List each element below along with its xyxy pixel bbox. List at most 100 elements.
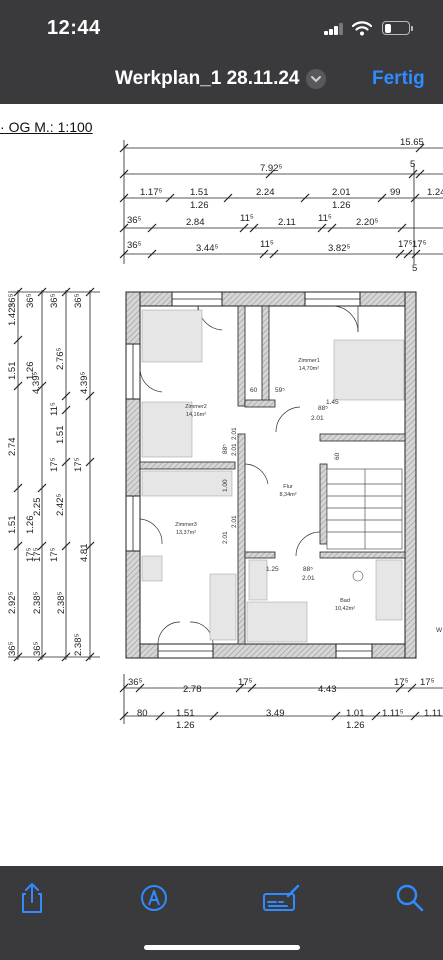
battery-icon bbox=[382, 21, 413, 35]
dim-label: 1.51 bbox=[176, 708, 195, 719]
dim-label: 1.00 bbox=[222, 479, 229, 492]
dim-label: 4.39⁵ bbox=[31, 372, 42, 394]
dim-label: 1.26 bbox=[332, 200, 351, 211]
dim-label: 3.82⁵ bbox=[328, 243, 350, 254]
navigation-bar: Werkplan_1 28.11.24 Fertig bbox=[0, 56, 443, 104]
dim-label: 2.01 bbox=[231, 427, 238, 440]
dim-label: 2.11 bbox=[278, 217, 296, 228]
dim-label: 1.51 bbox=[190, 187, 209, 198]
dim-label: 2.76⁵ bbox=[55, 348, 66, 370]
dim-label: 2.38⁵ bbox=[73, 634, 84, 656]
dim-label: 2.01 bbox=[311, 415, 324, 422]
plan-heading-text: OG M.: 1:100 bbox=[8, 119, 93, 135]
dim-label: 2.01 bbox=[332, 187, 351, 198]
signature-button[interactable] bbox=[262, 880, 300, 916]
wifi-icon bbox=[352, 21, 372, 36]
dim-label: 1.26 bbox=[190, 200, 209, 211]
dim-label: 1.51 bbox=[7, 516, 18, 535]
dim-label: 1.25 bbox=[266, 566, 279, 573]
dim-label: 1.45 bbox=[326, 399, 339, 406]
room-area: 8,34m² bbox=[279, 492, 296, 498]
dim-label: 36⁵ bbox=[73, 293, 84, 308]
dim-label: 2.01 bbox=[222, 531, 229, 544]
top-dimension-labels: 15.65 7.92⁵ 5 1.17⁵ 1.51 2.24 2.01 99 1.… bbox=[127, 137, 443, 274]
dim-label: 2.38⁵ bbox=[56, 592, 67, 614]
home-indicator bbox=[144, 945, 300, 950]
dim-label: 2.01 bbox=[231, 515, 238, 528]
markup-pen-icon bbox=[141, 885, 167, 911]
dim-label: 36⁵ bbox=[7, 293, 18, 308]
dim-label: 2.20⁵ bbox=[356, 217, 378, 228]
dim-label: 17⁵ bbox=[398, 239, 413, 250]
document-page: · OG M.: 1:100 15.65 7.92⁵ 5 1.17⁵ 1.5 bbox=[0, 104, 443, 866]
room-area: 13,37m² bbox=[176, 530, 196, 536]
dim-label: 36⁵ bbox=[127, 240, 142, 251]
dim-label: 17⁵ bbox=[49, 457, 60, 472]
dim-label: 4.43 bbox=[318, 684, 337, 695]
bottom-dimension-labels: 36⁵ 2.78 17⁵ 4.43 17⁵ 17⁵ 80 1.51 3.49 1… bbox=[128, 677, 442, 731]
dim-label: 1.11⁵ bbox=[382, 708, 404, 719]
dim-label: 2.01 bbox=[231, 443, 238, 456]
dim-label: 2.74 bbox=[7, 438, 18, 457]
document-title[interactable]: Werkplan_1 28.11.24 bbox=[115, 68, 300, 89]
dim-label: 2.25 bbox=[32, 498, 43, 517]
dim-label: 2.92⁵ bbox=[7, 592, 18, 614]
search-icon bbox=[396, 884, 424, 912]
bottom-dimension-lines bbox=[119, 674, 443, 724]
markup-button[interactable] bbox=[136, 880, 172, 916]
dim-label: 7.92⁵ bbox=[260, 163, 282, 174]
dim-label: 1.01 bbox=[346, 708, 365, 719]
dim-label: 99 bbox=[390, 187, 401, 198]
search-button[interactable] bbox=[392, 880, 428, 916]
signature-icon bbox=[263, 884, 300, 911]
chevron-down-icon[interactable] bbox=[306, 69, 326, 89]
dim-label: 1.51 bbox=[7, 362, 18, 381]
dim-label: 1.42⁵ bbox=[7, 304, 18, 326]
dim-label: 1.26 bbox=[346, 720, 365, 731]
dim-label: 3.44⁵ bbox=[196, 243, 218, 254]
dim-label: 59⁵ bbox=[275, 387, 285, 394]
left-dimension-labels: 1.42⁵ 1.51 2.74 1.51 2.92⁵ 36⁵ 36⁵ 36⁵ 1… bbox=[7, 293, 90, 656]
status-bar: 12:44 bbox=[0, 0, 443, 56]
dim-label: 36⁵ bbox=[128, 677, 143, 688]
dim-label: 2.84 bbox=[186, 217, 205, 228]
dim-label: 2.38⁵ bbox=[32, 592, 43, 614]
dim-label: 11⁵ bbox=[49, 402, 60, 416]
dim-label: 36⁵ bbox=[7, 641, 18, 656]
inner-dimension-labels: 60 59⁵ 1.45 88⁵ 2.01 2.01 60 88⁵ 2.01 1.… bbox=[222, 387, 443, 634]
dim-label: 4.39⁵ bbox=[79, 372, 90, 394]
dim-label: W bbox=[436, 627, 443, 634]
plan-heading: · OG M.: 1:100 bbox=[0, 119, 93, 135]
dim-label: 2.24 bbox=[256, 187, 275, 198]
dim-label: 1.17⁵ bbox=[140, 187, 162, 198]
dim-label: 80 bbox=[137, 708, 148, 719]
dim-label: 60 bbox=[334, 452, 341, 460]
dim-label: 2.42⁵ bbox=[55, 494, 66, 516]
status-time: 12:44 bbox=[47, 17, 101, 39]
cellular-signal-icon bbox=[324, 23, 346, 35]
room-area: 14,16m² bbox=[186, 412, 206, 418]
left-dimension-lines bbox=[8, 287, 100, 662]
dim-label: 17⁵ bbox=[412, 239, 427, 250]
bottom-toolbar bbox=[0, 866, 443, 960]
floor-plan-drawing: 15.65 7.92⁵ 5 1.17⁵ 1.51 2.24 2.01 99 1.… bbox=[7, 137, 443, 731]
dim-label: 88⁵ bbox=[222, 444, 229, 454]
share-icon bbox=[22, 883, 42, 913]
dim-label: 2.78 bbox=[183, 684, 202, 695]
done-button[interactable]: Fertig bbox=[372, 68, 425, 89]
room-name: Flur bbox=[283, 484, 293, 490]
dim-label: 36⁵ bbox=[49, 293, 60, 308]
dim-label: 60 bbox=[250, 387, 258, 394]
dim-label: 36⁵ bbox=[127, 215, 142, 226]
dim-label: 17⁵ bbox=[238, 677, 253, 688]
dim-label: 2.01 bbox=[302, 575, 315, 582]
dim-label: 17⁵ bbox=[420, 677, 435, 688]
room-name: Bad bbox=[340, 598, 350, 604]
room-labels: Zimmer1 14,70m² Zimmer2 14,16m² Flur 8,3… bbox=[175, 358, 355, 612]
dim-label: 5 bbox=[410, 159, 415, 170]
dim-label: 36⁵ bbox=[32, 641, 43, 656]
share-button[interactable] bbox=[14, 880, 50, 916]
dim-label: 17⁵ bbox=[394, 677, 409, 688]
dim-label: 1.24 bbox=[427, 187, 443, 198]
dim-label: 4.81 bbox=[79, 544, 90, 563]
